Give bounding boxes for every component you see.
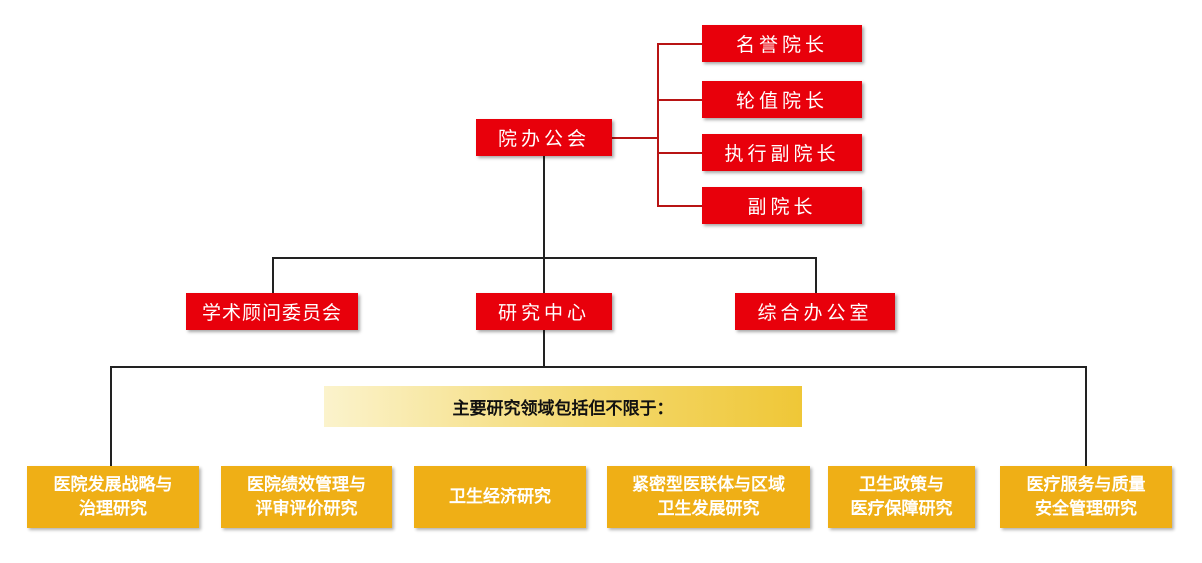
area-hospital-strategy: 医院发展战略与 治理研究 [27, 466, 199, 528]
node-honorary-dean: 名誉院长 [702, 25, 862, 62]
node-vice-dean: 副院长 [702, 187, 862, 224]
node-academic-advisory-committee: 学术顾问委员会 [186, 293, 358, 330]
research-areas-banner: 主要研究领域包括但不限于： [324, 386, 802, 427]
area-performance-management: 医院绩效管理与 评审评价研究 [221, 466, 392, 528]
area-service-quality-safety: 医疗服务与质量 安全管理研究 [1000, 466, 1172, 528]
node-general-office: 综合办公室 [735, 293, 895, 330]
area-health-policy: 卫生政策与 医疗保障研究 [828, 466, 975, 528]
area-medical-alliance: 紧密型医联体与区域 卫生发展研究 [607, 466, 810, 528]
node-rotating-dean: 轮值院长 [702, 81, 862, 118]
node-research-center: 研究中心 [476, 293, 612, 330]
node-executive-vice-dean: 执行副院长 [702, 134, 862, 171]
area-health-economics: 卫生经济研究 [414, 466, 586, 528]
node-dean-office-meeting: 院办公会 [476, 119, 612, 156]
